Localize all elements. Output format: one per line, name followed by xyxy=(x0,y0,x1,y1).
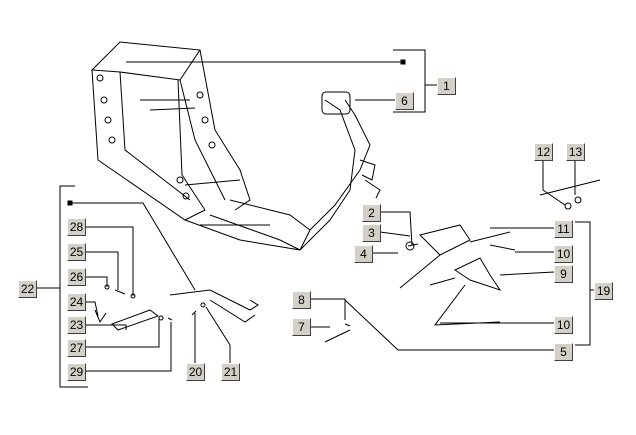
callout-24[interactable]: 24 xyxy=(67,293,86,311)
callout-1[interactable]: 1 xyxy=(437,77,456,95)
leader-lines xyxy=(37,49,601,388)
stand-drawing xyxy=(324,196,582,343)
callout-12[interactable]: 12 xyxy=(534,143,553,161)
callout-4[interactable]: 4 xyxy=(354,245,373,263)
footrest-drawing xyxy=(94,284,259,331)
callout-28[interactable]: 28 xyxy=(67,218,86,236)
callout-22[interactable]: 22 xyxy=(18,280,37,298)
callout-6[interactable]: 6 xyxy=(395,92,414,110)
callout-8[interactable]: 8 xyxy=(292,291,311,309)
callout-25[interactable]: 25 xyxy=(67,243,86,261)
callout-20[interactable]: 20 xyxy=(186,363,205,381)
callout-29[interactable]: 29 xyxy=(67,363,86,381)
callout-23[interactable]: 23 xyxy=(67,316,86,334)
callout-21[interactable]: 21 xyxy=(221,363,240,381)
frame-drawing xyxy=(90,41,381,251)
callout-13[interactable]: 13 xyxy=(566,143,585,161)
callout-19[interactable]: 19 xyxy=(594,282,613,300)
callout-9[interactable]: 9 xyxy=(554,265,573,283)
callout-10-lower[interactable]: 10 xyxy=(554,316,573,334)
callout-7[interactable]: 7 xyxy=(292,318,311,336)
callout-3[interactable]: 3 xyxy=(362,224,381,242)
callout-11[interactable]: 11 xyxy=(554,220,573,238)
callout-2[interactable]: 2 xyxy=(362,204,381,222)
callout-10[interactable]: 10 xyxy=(554,245,573,263)
callout-26[interactable]: 26 xyxy=(67,268,86,286)
callout-5[interactable]: 5 xyxy=(554,343,573,361)
callout-27[interactable]: 27 xyxy=(67,339,86,357)
